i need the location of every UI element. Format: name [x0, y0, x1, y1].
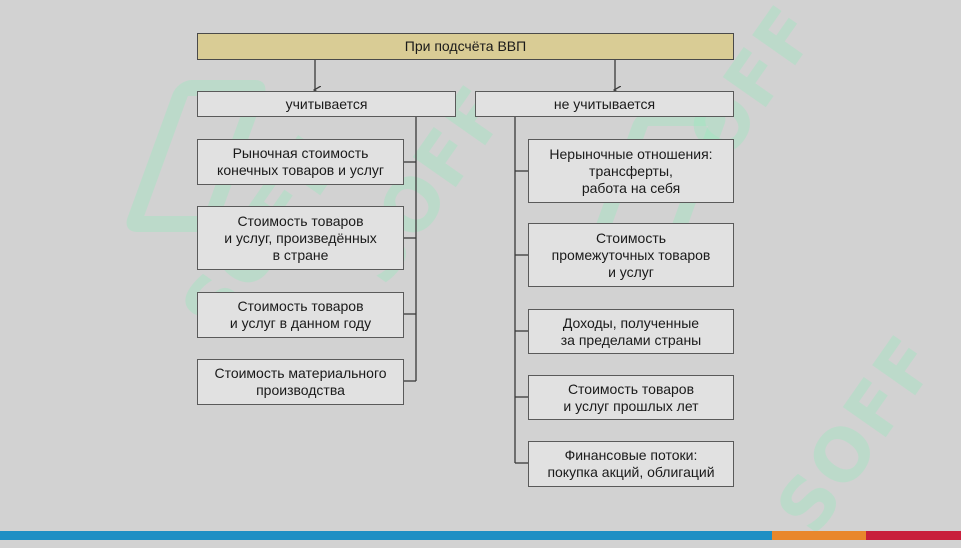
root-node: При подсчёта ВВП: [197, 33, 734, 60]
excluded-item-5: Финансовые потоки: покупка акций, облига…: [528, 441, 734, 487]
branch-node-included: учитывается: [197, 91, 456, 117]
included-item-3: Стоимость товаров и услуг в данном году: [197, 292, 404, 338]
excluded-item-4: Стоимость товаров и услуг прошлых лет: [528, 375, 734, 420]
excluded-item-3: Доходы, полученные за пределами страны: [528, 309, 734, 354]
excluded-item-1: Нерыночные отношения: трансферты, работа…: [528, 139, 734, 203]
footer-bar-red: [866, 531, 961, 540]
excluded-item-2: Стоимость промежуточных товаров и услуг: [528, 223, 734, 287]
included-item-4: Стоимость материального производства: [197, 359, 404, 405]
footer-bar-orange: [772, 531, 866, 540]
included-item-2: Стоимость товаров и услуг, произведённых…: [197, 206, 404, 270]
included-item-1: Рыночная стоимость конечных товаров и ус…: [197, 139, 404, 185]
branch-node-excluded: не учитывается: [475, 91, 734, 117]
footer-bar-blue: [0, 531, 772, 540]
